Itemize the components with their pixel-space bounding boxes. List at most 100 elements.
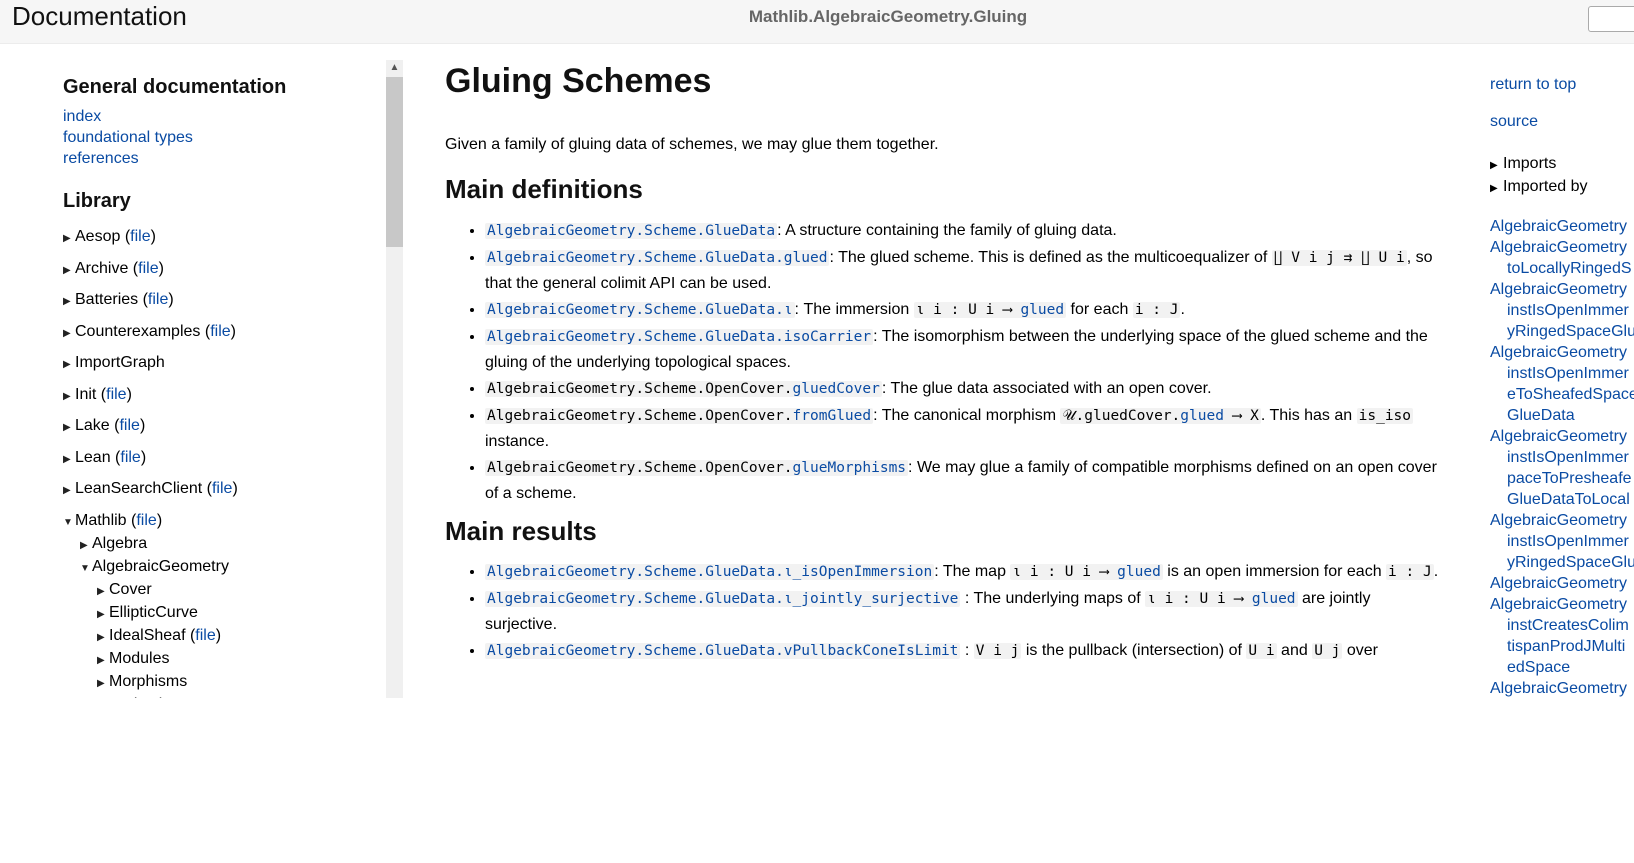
tree-item-projectivespectrum[interactable]: ▶ProjectiveSpectrum (97, 694, 373, 699)
file-link[interactable]: file (147, 291, 169, 308)
decl-link[interactable]: glued (1180, 408, 1224, 424)
library-tree: ▶Aesop (file)▶Archive (file)▶Batteries (… (63, 222, 373, 506)
page-title: Gluing Schemes (445, 62, 712, 100)
decl-link[interactable]: AlgebraicGeometry.Scheme.GlueData.ι_join… (485, 591, 961, 607)
expanded-triangle-icon[interactable]: ▼ (80, 562, 90, 574)
decl-link[interactable]: AlgebraicGeometry.Scheme.GlueData (485, 223, 778, 239)
collapsed-triangle-icon[interactable]: ▶ (80, 539, 88, 551)
imported-by-toggle[interactable]: ▶Imported by (1490, 176, 1587, 199)
collapsed-triangle-icon[interactable]: ▶ (97, 654, 105, 666)
tree-item-modules[interactable]: ▶Modules (97, 648, 373, 671)
declaration-link[interactable]: AlgebraicGeometry (1490, 678, 1634, 698)
search-input[interactable] (1588, 6, 1634, 32)
decl-link[interactable]: glued (1251, 591, 1296, 607)
file-link[interactable]: file (106, 385, 127, 403)
expanded-triangle-icon[interactable]: ▼ (63, 516, 73, 528)
tree-item-batteries[interactable]: ▶Batteries (file) (63, 285, 373, 317)
tree-item-cover[interactable]: ▶Cover (97, 579, 373, 602)
declaration-link-text: instIsOpenImmer (1507, 533, 1629, 550)
site-brand[interactable]: Documentation (12, 1, 187, 31)
tree-item-archive[interactable]: ▶Archive (file) (63, 254, 373, 286)
declaration-link-text: instIsOpenImmer (1507, 302, 1629, 319)
tree-item-lake[interactable]: ▶Lake (file) (63, 411, 373, 443)
collapsed-triangle-icon[interactable]: ▶ (63, 327, 71, 339)
collapsed-triangle-icon[interactable]: ▶ (63, 453, 71, 465)
decl-link[interactable]: glueMorphisms (792, 460, 907, 476)
decl-link[interactable]: glued (1117, 564, 1161, 580)
scroll-up-arrow-icon[interactable]: ▲ (389, 62, 400, 73)
decl-link[interactable]: glued (1020, 302, 1065, 318)
tree-item-algebra[interactable]: ▶Algebra (80, 533, 373, 556)
tree-item-morphisms[interactable]: ▶Morphisms (97, 671, 373, 694)
file-link[interactable]: file (195, 626, 216, 644)
decl-link[interactable]: AlgebraicGeometry.Scheme.GlueData.ι (485, 302, 795, 318)
decl-link[interactable]: AlgebraicGeometry.Scheme.GlueData.ι_isOp… (485, 564, 935, 580)
file-link[interactable]: file (119, 417, 140, 434)
tree-item-lean[interactable]: ▶Lean (file) (63, 443, 373, 475)
main-results-heading: Main results (445, 516, 597, 546)
collapsed-triangle-icon[interactable]: ▶ (63, 422, 71, 433)
declaration-link-text: GlueDataToLocal (1507, 491, 1630, 508)
collapsed-triangle-icon[interactable]: ▶ (97, 585, 105, 597)
decl-link[interactable]: fromGlued (792, 408, 872, 424)
nav-link-index[interactable]: index (63, 108, 102, 125)
tree-item-mathlib[interactable]: ▼Mathlib (file) (63, 510, 373, 533)
collapsed-triangle-icon[interactable]: ▶ (97, 696, 109, 699)
file-link[interactable]: file (210, 322, 231, 340)
declaration-link-text: AlgebraicGeometry (1490, 428, 1627, 445)
file-link[interactable]: file (120, 448, 141, 466)
source-link[interactable]: source (1490, 113, 1539, 130)
tree-item-leansearchclient[interactable]: ▶LeanSearchClient (file) (63, 474, 373, 506)
collapsed-triangle-icon[interactable]: ▶ (63, 359, 71, 370)
collapsed-triangle-icon[interactable]: ▶ (63, 233, 71, 244)
collapsed-triangle-icon[interactable]: ▶ (97, 608, 105, 620)
file-link[interactable]: file (136, 511, 157, 529)
nav-link-references[interactable]: references (63, 150, 139, 167)
nav-scrollbar[interactable]: ▲ (386, 60, 403, 698)
file-link[interactable]: file (211, 480, 233, 497)
list-item: AlgebraicGeometry.Scheme.OpenCover.fromG… (485, 403, 1443, 454)
collapsed-triangle-icon[interactable]: ▶ (63, 296, 71, 307)
list-item: AlgebraicGeometry.Scheme.GlueData.isoCar… (485, 324, 1443, 375)
scroll-thumb[interactable] (386, 77, 403, 247)
tree-item-aesop[interactable]: ▶Aesop (file) (63, 222, 373, 254)
list-item: AlgebraicGeometry.Scheme.GlueData.vPullb… (485, 638, 1443, 664)
tree-item-importgraph[interactable]: ▶ImportGraph (63, 348, 373, 380)
decl-link[interactable]: AlgebraicGeometry.Scheme.GlueData.isoCar… (485, 329, 874, 345)
tree-item-counterexamples[interactable]: ▶Counterexamples (file) (63, 317, 373, 349)
decl-link[interactable]: gluedCover (792, 381, 880, 397)
list-item: AlgebraicGeometry.Scheme.GlueData.ι_isOp… (485, 559, 1443, 585)
file-link[interactable]: file (130, 228, 151, 245)
declaration-link-text: AlgebraicGeometry (1490, 218, 1627, 235)
nav-link-foundational-types[interactable]: foundational types (63, 129, 193, 146)
declaration-link-text: toLocallyRingedS (1507, 260, 1632, 277)
collapsed-triangle-icon[interactable]: ▶ (63, 390, 71, 402)
declaration-link-text: instCreatesColim (1507, 617, 1629, 634)
imports-toggle[interactable]: ▶Imports (1490, 153, 1587, 176)
collapsed-triangle-icon[interactable]: ▶ (63, 264, 71, 276)
decl-link[interactable]: AlgebraicGeometry.Scheme.GlueData.glued (485, 250, 830, 266)
decl-link[interactable]: AlgebraicGeometry.Scheme.GlueData.vPullb… (485, 643, 961, 659)
collapsed-triangle-icon[interactable]: ▶ (1490, 160, 1498, 171)
file-link[interactable]: file (138, 259, 159, 277)
tree-item-algebraicgeometry[interactable]: ▼AlgebraicGeometry (80, 556, 373, 579)
collapsed-triangle-icon[interactable]: ▶ (97, 677, 105, 689)
right-nav: return to top source ▶Imports ▶Imported … (1490, 44, 1634, 698)
collapsed-triangle-icon[interactable]: ▶ (97, 631, 105, 643)
collapsed-triangle-icon[interactable]: ▶ (63, 485, 71, 496)
collapsed-triangle-icon[interactable]: ▶ (1490, 183, 1498, 194)
module-title: Mathlib.AlgebraicGeometry.Gluing (748, 7, 1028, 26)
tree-item-idealsheaf[interactable]: ▶IdealSheaf (file) (97, 625, 373, 648)
tree-item-ellipticcurve[interactable]: ▶EllipticCurve (97, 602, 373, 625)
declaration-link[interactable]: AlgebraicGeometry (1490, 573, 1634, 594)
return-to-top-link[interactable]: return to top (1490, 76, 1577, 93)
declaration-link[interactable]: AlgebraicGeometry (1490, 216, 1634, 237)
tree-item-init[interactable]: ▶Init (file) (63, 380, 373, 412)
